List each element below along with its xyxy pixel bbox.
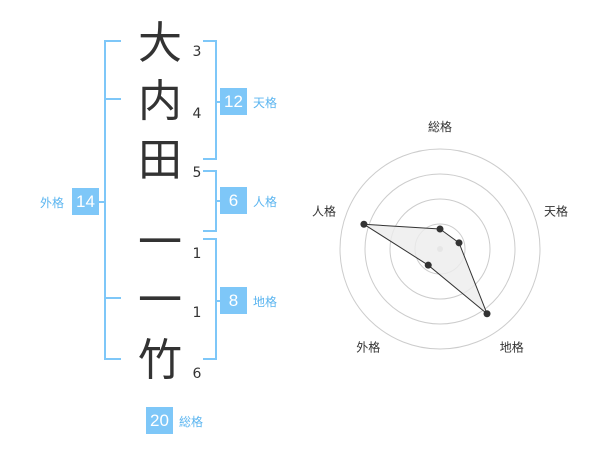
- radar-axis-label-1: 総格: [428, 119, 452, 134]
- radar-ring: [364, 173, 516, 325]
- tenkaku-value-badge: 12: [220, 88, 247, 115]
- jinkaku-label: 人格: [253, 195, 278, 209]
- radar-axis-label-2: 天格: [544, 203, 568, 218]
- radar-point-1: [436, 225, 444, 233]
- name-char-5: 一: [138, 275, 182, 326]
- radar-point-4: [424, 261, 432, 269]
- radar-ring: [339, 148, 541, 350]
- tenkaku-label: 天格: [253, 96, 278, 110]
- radar-axis-label-3: 地格: [500, 340, 524, 355]
- radar-polygon: [363, 223, 488, 315]
- chikaku-label: 地格: [253, 295, 278, 309]
- stroke-count-1: 3: [192, 44, 202, 60]
- radar-ring: [389, 198, 491, 300]
- stroke-count-3: 5: [192, 165, 202, 181]
- chikaku-value-badge: 8: [220, 287, 247, 314]
- name-char-6: 竹: [138, 335, 182, 386]
- radar-shape: [363, 223, 488, 315]
- jinkaku-value-badge: 6: [220, 187, 247, 214]
- stroke-count-2: 4: [192, 106, 202, 122]
- stroke-count-6: 6: [192, 366, 202, 382]
- radar-axis-label-5: 人格: [312, 203, 336, 218]
- radar-point-2: [455, 239, 463, 247]
- stroke-count-5: 1: [192, 305, 202, 321]
- soukaku-value-badge: 20: [146, 407, 173, 434]
- name-char-4: 一: [138, 217, 182, 268]
- gaikaku-label: 外格: [40, 196, 65, 210]
- radar-points: [360, 220, 491, 318]
- soukaku-label: 総格: [179, 415, 204, 429]
- gaikaku-value-badge: 14: [72, 188, 99, 215]
- name-char-3: 田: [138, 135, 182, 186]
- radar-point-5: [360, 220, 368, 228]
- radar-point-3: [483, 310, 491, 318]
- name-char-2: 内: [138, 76, 182, 127]
- name-char-1: 大: [138, 18, 182, 69]
- radar-axis-label-4: 外格: [356, 340, 380, 355]
- stroke-count-4: 1: [192, 246, 202, 262]
